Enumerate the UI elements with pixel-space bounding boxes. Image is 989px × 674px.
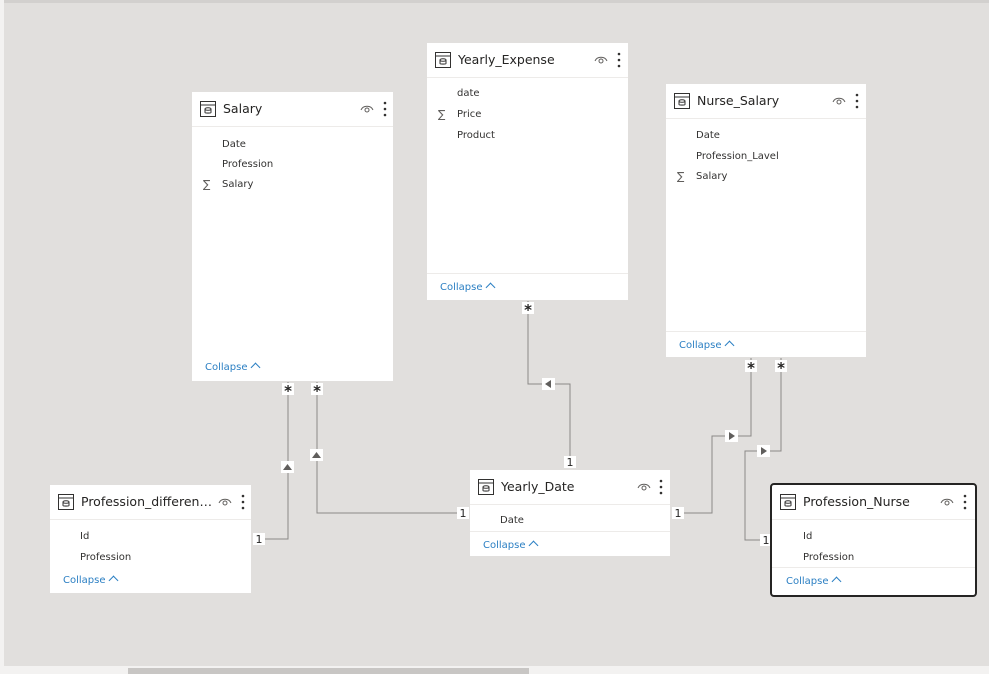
collapse-link[interactable]: Collapse <box>483 540 538 551</box>
eye-icon[interactable] <box>218 497 232 507</box>
relationship-nurse-salary-profession-nurse[interactable] <box>744 358 782 541</box>
collapse-row: Collapse <box>772 567 975 596</box>
field-id[interactable]: Id <box>80 531 90 542</box>
eye-icon[interactable] <box>637 482 651 492</box>
field-salary[interactable]: Salary <box>222 179 254 190</box>
collapse-link[interactable]: Collapse <box>786 576 841 587</box>
sum-icon: ∑ <box>203 178 211 191</box>
collapse-row: Collapse <box>427 273 628 302</box>
table-header[interactable]: Profession_different_t... <box>50 485 251 520</box>
cardinality-one-badge: 1 <box>760 534 772 547</box>
table-title: Profession_different_t... <box>81 494 213 509</box>
table-title: Yearly_Expense <box>458 52 555 67</box>
cardinality-many-badge: * <box>522 302 534 318</box>
field-profession-lavel[interactable]: Profession_Lavel <box>696 151 779 162</box>
field-product[interactable]: Product <box>457 130 495 141</box>
top-border <box>0 0 989 3</box>
chevron-up-icon <box>528 540 538 551</box>
cross-filter-arrow-icon <box>281 378 770 473</box>
field-profession[interactable]: Profession <box>803 552 855 563</box>
cardinality-one-badge: 1 <box>457 507 469 520</box>
collapse-link[interactable]: Collapse <box>63 575 118 586</box>
table-icon <box>58 494 74 510</box>
more-options-icon[interactable] <box>241 493 245 511</box>
collapse-row: Collapse <box>666 331 866 360</box>
table-header[interactable]: Salary <box>192 92 393 127</box>
collapse-row: Collapse <box>192 354 393 382</box>
field-profession[interactable]: Profession <box>80 552 132 563</box>
collapse-link[interactable]: Collapse <box>440 282 495 293</box>
chevron-up-icon <box>724 340 734 351</box>
eye-icon[interactable] <box>832 96 846 106</box>
relationship-nurse-salary-yearly-date[interactable] <box>684 358 752 514</box>
relationship-salary-yearly-date[interactable] <box>316 382 457 514</box>
cardinality-many-badge: * <box>775 360 787 376</box>
table-icon <box>780 494 796 510</box>
table-header[interactable]: Yearly_Date <box>470 470 670 505</box>
more-options-icon[interactable] <box>855 92 859 110</box>
chevron-up-icon <box>250 362 260 373</box>
sum-icon: ∑ <box>677 170 685 183</box>
table-icon <box>435 52 451 68</box>
table-header[interactable]: Yearly_Expense <box>427 43 628 78</box>
table-title: Profession_Nurse <box>803 494 910 509</box>
table-card-profession-nurse[interactable]: Profession_Nurse Id Profession Collapse <box>770 483 977 597</box>
field-date[interactable]: Date <box>696 130 720 141</box>
more-options-icon[interactable] <box>963 493 967 511</box>
table-card-salary[interactable]: Salary Date Profession ∑ Salary Collapse <box>191 91 394 382</box>
chevron-up-icon <box>108 575 118 586</box>
table-card-yearly-date[interactable]: Yearly_Date Date Collapse <box>469 469 671 557</box>
table-card-nurse-salary[interactable]: Nurse_Salary Date Profession_Lavel ∑ Sal… <box>665 83 867 358</box>
table-header[interactable]: Nurse_Salary <box>666 84 866 119</box>
chevron-up-icon <box>485 282 495 293</box>
table-icon <box>478 479 494 495</box>
collapse-row: Collapse <box>470 531 670 560</box>
table-title: Yearly_Date <box>501 479 575 494</box>
collapse-link[interactable]: Collapse <box>679 340 734 351</box>
chevron-up-icon <box>831 576 841 587</box>
field-date[interactable]: date <box>457 88 480 99</box>
eye-icon[interactable] <box>360 104 374 114</box>
more-options-icon[interactable] <box>617 51 621 69</box>
table-card-profession-different[interactable]: Profession_different_t... Id Profession … <box>49 484 252 594</box>
field-profession[interactable]: Profession <box>222 159 274 170</box>
field-price[interactable]: Price <box>457 109 482 120</box>
table-title: Nurse_Salary <box>697 93 780 108</box>
table-card-yearly-expense[interactable]: Yearly_Expense date ∑ Price Product Coll… <box>426 42 629 301</box>
collapse-row: Collapse <box>50 567 251 595</box>
table-icon <box>200 101 216 117</box>
cardinality-one-badge: 1 <box>564 456 576 469</box>
cardinality-one-badge: 1 <box>672 507 684 520</box>
more-options-icon[interactable] <box>383 100 387 118</box>
table-icon <box>674 93 690 109</box>
more-options-icon[interactable] <box>659 478 663 496</box>
eye-icon[interactable] <box>594 55 608 65</box>
horizontal-scrollbar-thumb[interactable] <box>128 668 529 674</box>
cardinality-many-badge: * <box>311 383 323 399</box>
eye-icon[interactable] <box>940 497 954 507</box>
canvas-left-edge <box>0 0 4 674</box>
sum-icon: ∑ <box>438 108 446 121</box>
cardinality-many-badge: * <box>282 383 294 399</box>
table-header[interactable]: Profession_Nurse <box>772 485 975 520</box>
cardinality-one-badge: 1 <box>253 533 265 546</box>
field-id[interactable]: Id <box>803 531 813 542</box>
table-title: Salary <box>223 101 263 116</box>
cardinality-many-badge: * <box>745 360 757 376</box>
field-date[interactable]: Date <box>222 139 246 150</box>
field-date[interactable]: Date <box>500 515 524 526</box>
relationship-salary-profession-different[interactable] <box>264 382 289 540</box>
collapse-link[interactable]: Collapse <box>205 362 260 373</box>
field-salary[interactable]: Salary <box>696 171 728 182</box>
